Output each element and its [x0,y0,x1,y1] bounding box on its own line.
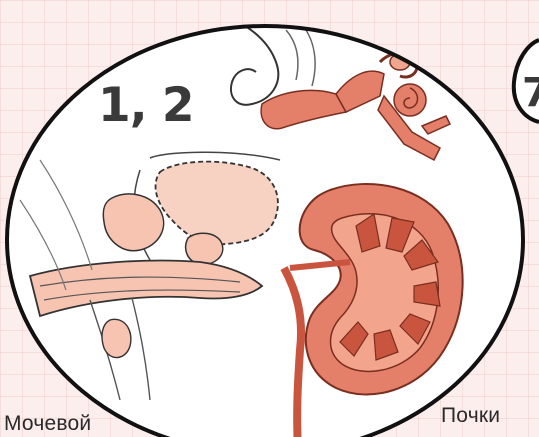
caption-right: Почки [441,404,500,428]
corner-number: 7 [522,70,539,116]
number-label: 1, 2 [98,78,194,133]
caption-left: Мочевой [4,412,91,436]
